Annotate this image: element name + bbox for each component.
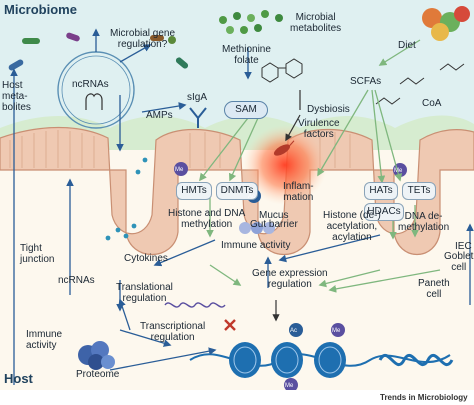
goblet-cell-label: Goblet cell [444,251,474,273]
proteome-label: Proteome [76,369,120,380]
me-tag-icon [331,323,345,337]
ncrnas-vesicle-label: ncRNAs [72,79,109,90]
me-tag-label-4: Me [285,383,294,389]
transcriptional-regulation-label: Transcriptional regulation [140,321,206,343]
histone-dna-methylation-label: Histone and DNA methylation [168,208,246,230]
bacteria-icon [8,32,189,71]
host-heading: Host [4,371,33,386]
diet-food-icon [422,6,470,41]
dark-arrows [272,90,301,322]
cytokines-label: Cytokines [124,253,168,264]
scfa-molecule-icon [375,63,465,105]
ac-tag-icon [289,323,303,337]
green-arrows [199,39,441,293]
tets-box: TETs [402,182,436,200]
inflammation-label: Inflam- mation [283,181,314,203]
me-tag-label-1: Me [332,328,341,334]
hmts-box: HMTs [176,182,212,200]
scfas-label: SCFAs [350,76,382,87]
immune-activity-left-label: Immune activity [26,329,63,351]
methionine-folate-label: Methionine folate [222,44,271,66]
iec-label: IEC [455,241,472,252]
hdacs-box: HDACs [364,203,404,221]
me-tag-label-3: Me [394,168,403,174]
methionine-molecule-icon [261,58,303,83]
microbial-metabolites-label: Microbial metabolites [290,12,342,34]
histone-acetylation-label: Histone (de-) acetylation, acylation [323,210,381,243]
immune-activity-center-label: Immune activity [221,240,291,251]
hats-box: HATs [364,182,398,200]
chromatin-icon [189,342,454,378]
epithelium-layer [0,126,474,256]
siga-label: sIgA [187,92,208,103]
cytokine-dots-icon [105,157,148,241]
dysbiosis-label: Dysbiosis [307,104,350,115]
ac-tag-label-1: Ac [290,328,298,334]
paneth-cell-label: Paneth cell [418,278,450,300]
gene-expression-regulation-label: Gene expression regulation [252,268,328,290]
dnmts-box: DNMTs [216,182,258,200]
tight-junction-label: Tight junction [20,243,55,265]
host-metabolites-label: Host meta- bolites [2,80,31,113]
mucus-label: Mucus [259,210,289,221]
pathogen-icon [273,140,295,156]
cell-lines [9,130,351,168]
me-tag-label-2: Me [175,167,184,173]
footer-bar [0,390,474,405]
coa-label: CoA [422,98,442,109]
immune-cells-icon [239,222,275,234]
me-tag-icon [174,162,188,176]
gut-barrier-label: Gut barrier [250,219,298,230]
rna-hairpin-icon [85,93,103,110]
antibody-icon [189,107,207,128]
signal-arrows [10,28,474,385]
ncrnas-bottom-label: ncRNAs [58,275,95,286]
microbiome-heading: Microbiome [4,2,77,17]
sam-box: SAM [224,101,268,119]
transcription-block-icon [224,319,236,331]
me-tag-icon [284,378,298,392]
microbial-gene-regulation-label: Microbial gene regulation? [110,28,176,50]
proteome-icon [78,341,115,370]
ac-tag-label-2: Ac [248,194,256,200]
metabolite-dots-icon [219,10,283,34]
amps-label: AMPs [146,110,173,121]
translational-regulation-label: Translational regulation [116,282,173,304]
diet-label: Diet [398,40,416,51]
footer-credit: Trends in Microbiology [380,393,468,402]
dna-demethylation-label: DNA de- methylation [398,211,450,233]
mrna-icon [164,302,226,308]
virulence-factors-label: Virulence factors [298,118,340,140]
inflammation-glow [243,125,327,205]
